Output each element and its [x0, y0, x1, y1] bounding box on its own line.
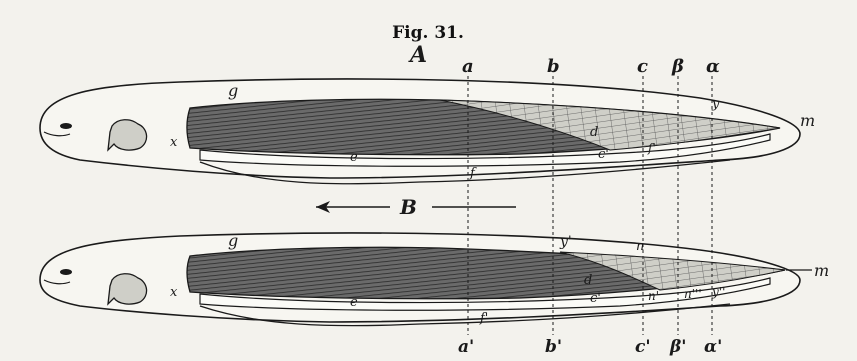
figure-caption: Fig. 31. [392, 23, 464, 43]
section-label-beta-prime: β' [669, 337, 687, 357]
lower-label-m: m [814, 261, 829, 280]
upper-label-f2: f' [647, 141, 656, 155]
lower-label-x: x [170, 285, 178, 300]
upper-label-c: c' [598, 147, 609, 162]
upper-label-d: d [590, 125, 598, 140]
lower-label-e: e [350, 295, 358, 310]
upper-label-x: x [170, 135, 178, 150]
upper-eye [60, 123, 72, 129]
upper-panel-label: A [408, 42, 427, 68]
section-label-alpha: α [706, 56, 720, 77]
lower-label-g: g [228, 231, 238, 250]
section-label-alpha-prime: α' [704, 337, 722, 357]
section-label-b-prime: b' [545, 337, 562, 357]
upper-label-g: g [228, 81, 238, 100]
lower-label-c: c' [590, 291, 601, 306]
upper-label-y: y [711, 97, 720, 112]
lower-label-d: d [584, 273, 592, 288]
upper-label-m: m [800, 111, 815, 130]
section-label-a-prime: a' [458, 337, 474, 357]
section-label-beta: β [671, 56, 684, 77]
lower-label-n3: n''' [684, 287, 702, 301]
section-label-a: a [462, 56, 474, 77]
lower-label-n2: n' [648, 289, 659, 303]
upper-label-e: e [350, 150, 358, 165]
direction-arrow: B [316, 195, 516, 219]
arrow-label: B [399, 195, 417, 219]
lower-label-y2: y'' [711, 285, 725, 299]
lower-fish: x g y' n d e f' c' n' n''' y'' m [40, 231, 829, 326]
section-label-c: c [637, 56, 648, 77]
section-label-b: b [547, 56, 560, 77]
lower-label-f: f' [479, 311, 488, 326]
upper-fish: x g e f d c' f' y m [40, 79, 815, 184]
section-label-c-prime: c' [635, 337, 651, 357]
lower-eye [60, 269, 72, 275]
lower-label-y: y' [559, 234, 572, 250]
